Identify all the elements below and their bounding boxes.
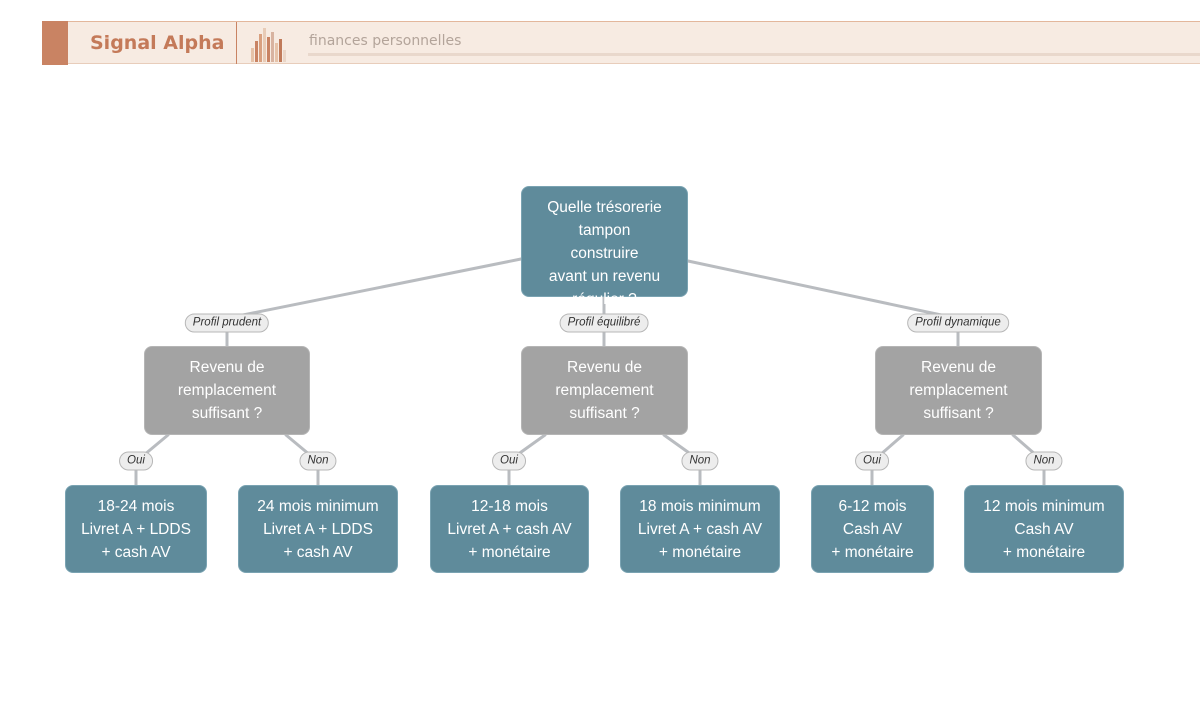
root-question-node: Quelle trésorerie tampon construire avan… [521,186,688,308]
branch-equilibre-question-node: Revenu de remplacement suffisant ? [521,346,688,435]
edge-label-equilibre-non: Non [681,451,719,471]
branch-equilibre-oui-result-node: 12-18 mois Livret A + cash AV + monétair… [430,485,589,573]
site-header: Signal Alpha finances personnelles [42,21,1200,65]
bar-chart-logo-icon [251,28,286,62]
edge-label-dynamique-oui: Oui [855,451,889,471]
edge-connector-10 [515,433,547,457]
edge-label-profil-dynamique: Profil dynamique [907,313,1009,333]
header-subtitle-underline [308,53,1200,56]
edge-connector-0 [236,257,523,318]
edge-label-prudent-oui: Oui [119,451,153,471]
edge-label-equilibre-oui: Oui [492,451,526,471]
edge-label-profil-prudent: Profil prudent [184,313,270,333]
edge-connector-4 [686,259,948,318]
branch-dynamique-question-node: Revenu de remplacement suffisant ? [875,346,1042,435]
branch-equilibre-non-result-node: 18 mois minimum Livret A + cash AV + mon… [620,485,780,573]
edge-label-profil-equilibre: Profil équilibré [559,313,649,333]
branch-dynamique-oui-result-node: 6-12 mois Cash AV + monétaire [811,485,934,573]
brand-name[interactable]: Signal Alpha [90,32,225,54]
branch-prudent-oui-result-node: 18-24 mois Livret A + LDDS + cash AV [65,485,207,573]
header-accent-block [42,21,68,65]
branch-dynamique-non-result-node: 12 mois minimum Cash AV + monétaire [964,485,1124,573]
header-divider [236,22,237,64]
edge-label-dynamique-non: Non [1025,451,1063,471]
branch-prudent-question-node: Revenu de remplacement suffisant ? [144,346,310,435]
header-subtitle: finances personnelles [309,33,462,49]
branch-prudent-non-result-node: 24 mois minimum Livret A + LDDS + cash A… [238,485,398,573]
edge-label-prudent-non: Non [299,451,337,471]
